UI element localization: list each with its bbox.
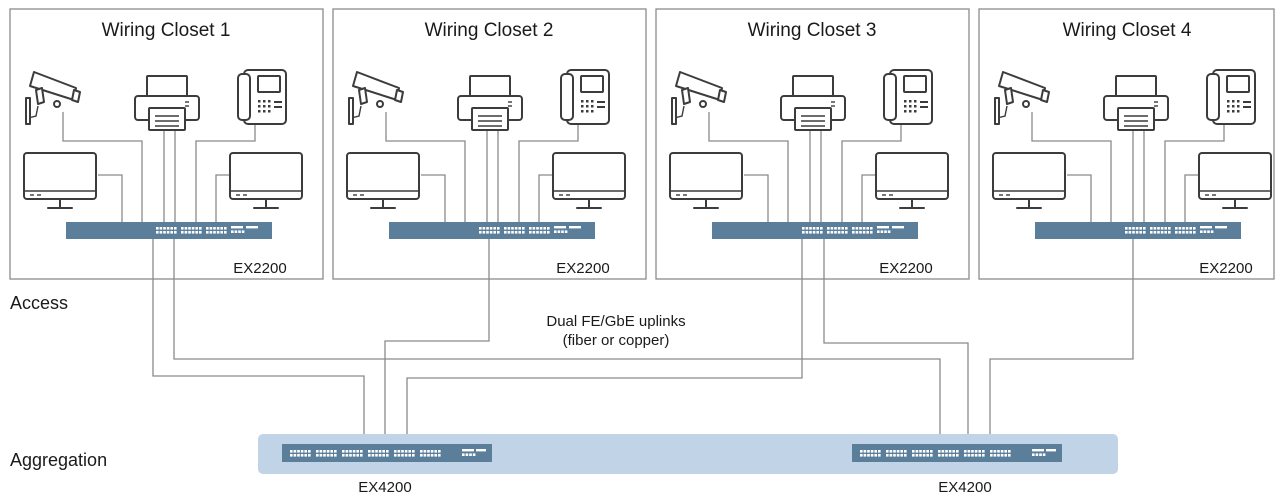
- desktop-monitor-icon: [229, 152, 303, 209]
- security-camera-icon: [994, 71, 1050, 125]
- desktop-monitor-icon: [992, 152, 1066, 209]
- switch-label: EX2200: [556, 260, 609, 277]
- wiring-closet-2: Wiring Closet 2 EX2200: [332, 8, 647, 280]
- desktop-monitor-icon: [23, 152, 97, 209]
- switch-label: EX2200: [879, 260, 932, 277]
- aggregation-switch-label: EX4200: [358, 479, 411, 496]
- desktop-monitor-icon: [1198, 152, 1272, 209]
- switch-label: EX2200: [1199, 260, 1252, 277]
- access-switch: [389, 222, 595, 239]
- closet-title: Wiring Closet 2: [425, 20, 554, 41]
- switch-label: EX2200: [233, 260, 286, 277]
- security-camera-icon: [25, 71, 81, 125]
- ip-phone-icon: [883, 69, 933, 125]
- closet-title: Wiring Closet 4: [1063, 20, 1192, 41]
- aggregation-switch-label: EX4200: [938, 479, 991, 496]
- wiring-closet-1: Wiring Closet 1 EX2200: [9, 8, 324, 280]
- aggregation-tier-label: Aggregation: [10, 450, 107, 470]
- wiring-closet-4: Wiring Closet 4 EX2200: [978, 8, 1275, 280]
- wiring-closet-3: Wiring Closet 3 EX2200: [655, 8, 970, 280]
- desktop-monitor-icon: [552, 152, 626, 209]
- closet-title: Wiring Closet 1: [102, 20, 231, 41]
- printer-icon: [780, 75, 846, 131]
- uplink-note-line1: Dual FE/GbE uplinks: [546, 313, 685, 330]
- closet-title: Wiring Closet 3: [748, 20, 877, 41]
- access-switch: [712, 222, 918, 239]
- access-switch: [66, 222, 272, 239]
- printer-icon: [457, 75, 523, 131]
- printer-icon: [1103, 75, 1169, 131]
- aggregation-switch-2: [852, 444, 1062, 462]
- aggregation-switch-1: [282, 444, 492, 462]
- access-tier-label: Access: [10, 293, 68, 313]
- uplink-note-line2: (fiber or copper): [563, 332, 670, 349]
- desktop-monitor-icon: [346, 152, 420, 209]
- ip-phone-icon: [560, 69, 610, 125]
- uplink-wires: [152, 239, 1134, 440]
- ip-phone-icon: [237, 69, 287, 125]
- ip-phone-icon: [1206, 69, 1256, 125]
- security-camera-icon: [671, 71, 727, 125]
- desktop-monitor-icon: [669, 152, 743, 209]
- access-switch: [1035, 222, 1241, 239]
- printer-icon: [134, 75, 200, 131]
- security-camera-icon: [348, 71, 404, 125]
- desktop-monitor-icon: [875, 152, 949, 209]
